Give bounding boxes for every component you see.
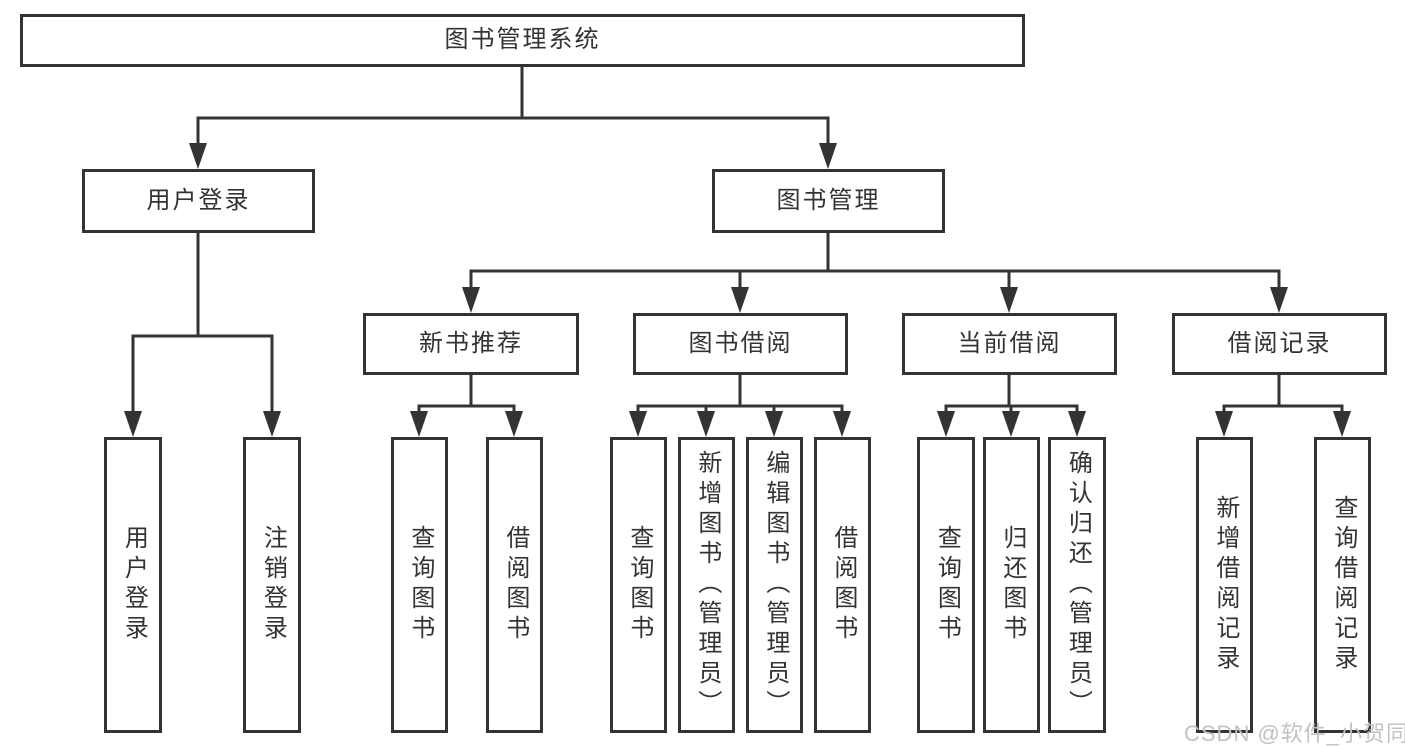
node-add-borrow-record: 新增借阅记录 [1196,437,1253,733]
node-library-system: 图书管理系统 [20,14,1025,67]
node-login: 用户登录 [104,437,162,733]
node-borrowing-records: 借阅记录 [1172,313,1387,375]
node-query-borrow-record: 查询借阅记录 [1314,437,1371,733]
node-add-books-admin: 新增图书（管理员） [678,437,735,733]
node-confirm-return-admin: 确认归还（管理员） [1048,437,1106,733]
node-edit-books-admin: 编辑图书（管理员） [746,437,803,733]
node-query-books-borrowing: 查询图书 [610,437,667,733]
csdn-watermark: CSDN @软件_小贺同学 [1184,721,1405,746]
node-book-borrowing: 图书借阅 [633,313,848,375]
node-book-management: 图书管理 [712,169,945,233]
node-return-books: 归还图书 [983,437,1040,733]
node-borrow-books-recommend: 借阅图书 [486,437,543,733]
node-new-book-recommendation: 新书推荐 [363,313,579,375]
node-user-login: 用户登录 [82,169,315,233]
node-logout: 注销登录 [243,437,301,733]
node-borrow-books-borrowing: 借阅图书 [814,437,871,733]
node-query-books-current: 查询图书 [917,437,975,733]
node-query-books-recommend: 查询图书 [391,437,448,733]
node-current-borrowing: 当前借阅 [902,313,1117,375]
